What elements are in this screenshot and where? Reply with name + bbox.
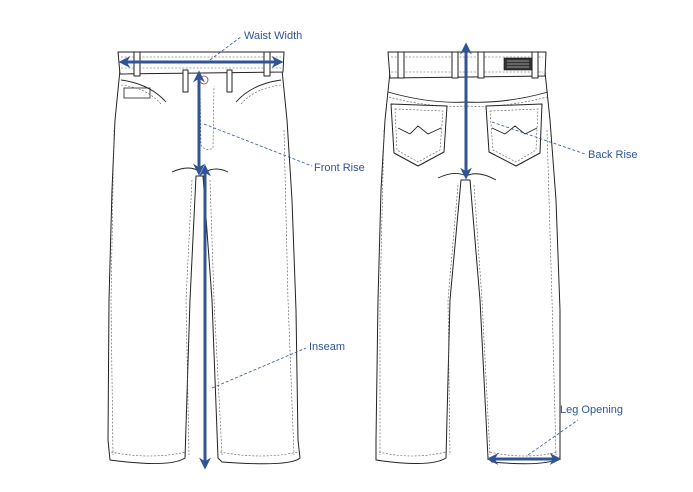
button-icon <box>199 75 209 85</box>
back-pocket-left <box>390 103 448 167</box>
front-belt-loop <box>133 51 141 77</box>
inseam-label: Inseam <box>309 341 345 353</box>
back-pocket-right <box>485 103 543 167</box>
front-rise-leader <box>203 123 313 167</box>
back-view-jeans <box>375 51 561 465</box>
back-rise-leader <box>491 121 586 155</box>
waist-width-label: Waist Width <box>244 30 302 42</box>
leg-opening-label: Leg Opening <box>560 404 623 416</box>
front-rise-label: Front Rise <box>314 162 365 174</box>
back-rise-label: Back Rise <box>588 149 638 161</box>
front-belt-loop <box>263 51 271 77</box>
inseam-leader <box>211 347 307 389</box>
waist-width-leader <box>209 35 243 61</box>
leg-opening-leader <box>527 419 579 456</box>
measurement-lines <box>118 35 586 470</box>
